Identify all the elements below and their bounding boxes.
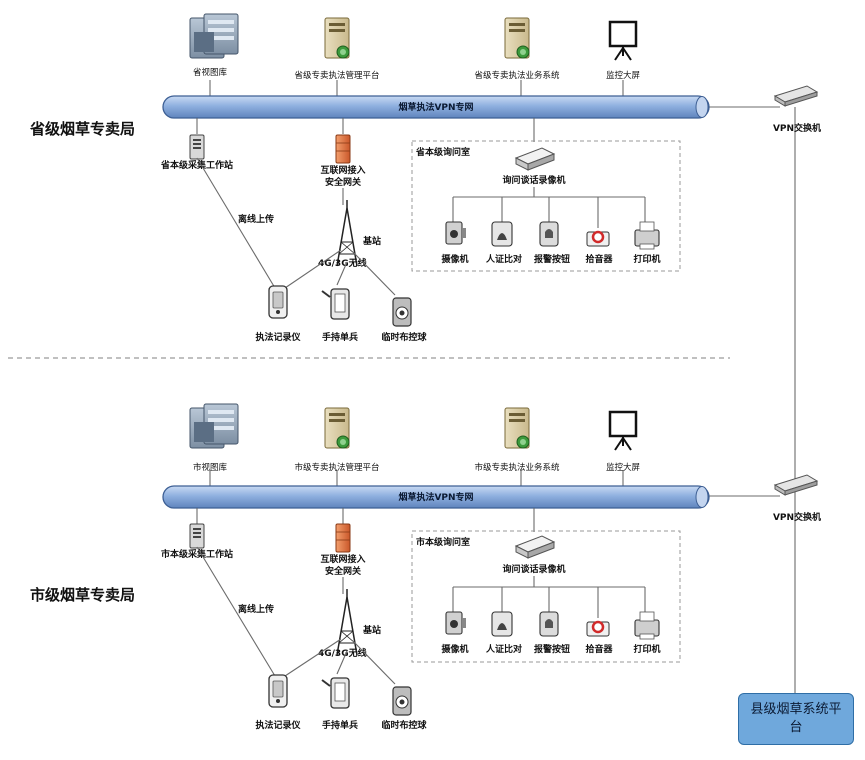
id-check-icon — [491, 221, 513, 247]
alarm-button-icon — [539, 611, 559, 637]
image-db-icon — [189, 403, 239, 449]
image-db-label: 省视图库 — [193, 67, 228, 78]
collect-station-icon — [189, 134, 205, 160]
province-tier: 省视图库 省级专卖执法管理平台 省级专卖执法业务系统 监控大屏 烟草执法VPN专… — [29, 13, 821, 343]
base-station-tower-icon — [336, 199, 358, 267]
tier-title: 省级烟草专卖局 — [29, 120, 135, 138]
monitor-screen-icon — [608, 20, 638, 62]
firewall-icon — [335, 134, 351, 164]
device-label-3: 拾音器 — [585, 643, 613, 655]
device-label-2: 报警按钮 — [534, 643, 570, 655]
recorder-label: 执法记录仪 — [255, 331, 301, 343]
vpn-switch-icon — [774, 474, 818, 496]
interview-recorder-label: 询问谈话录像机 — [502, 174, 565, 186]
recorder-label: 执法记录仪 — [255, 719, 301, 731]
mgmt-platform-label: 市级专卖执法管理平台 — [294, 462, 379, 473]
interview-room-box — [411, 530, 681, 663]
mgmt-server-icon — [324, 407, 350, 449]
collect-station-icon — [189, 523, 205, 549]
interview-recorder-icon — [515, 535, 555, 559]
tier-title: 市级烟草专卖局 — [30, 586, 135, 604]
collect-station-label: 省本级采集工作站 — [160, 159, 233, 171]
camera-icon — [445, 221, 467, 245]
room-title: 省本级询问室 — [415, 146, 470, 158]
offline-upload-label: 离线上传 — [238, 603, 274, 615]
device-label-2: 报警按钮 — [534, 253, 570, 265]
vpn-pipe-label: 烟草执法VPN专网 — [398, 491, 473, 503]
monitor-label: 监控大屏 — [606, 70, 641, 81]
vpn-switch-label: VPN交换机 — [773, 122, 821, 134]
temp-ball-label: 临时布控球 — [381, 719, 427, 731]
vpn-pipe-label: 烟草执法VPN专网 — [398, 101, 473, 113]
image-db-icon — [189, 13, 239, 59]
handheld-icon — [321, 677, 350, 709]
handheld-label: 手持单兵 — [322, 719, 358, 731]
biz-server-icon — [504, 407, 530, 449]
base-station-label: 基站 — [362, 235, 381, 247]
device-label-1: 人证比对 — [485, 253, 522, 265]
collect-station-label: 市本级采集工作站 — [161, 548, 233, 560]
city-tier: 市视图库 市级专卖执法管理平台 市级专卖执法业务系统 监控大屏 烟草执法VPN专… — [30, 403, 821, 731]
printer-icon — [634, 221, 660, 250]
vpn-pipe: 烟草执法VPN专网 — [162, 485, 710, 509]
biz-server-icon — [504, 17, 530, 59]
temp-ball-icon — [392, 686, 412, 716]
device-label-4: 打印机 — [633, 643, 660, 655]
vpn-pipe: 烟草执法VPN专网 — [162, 95, 710, 119]
base-station-tower-icon — [336, 588, 358, 656]
handheld-label: 手持单兵 — [322, 331, 358, 343]
county-platform-box: 县级烟草系统平台 — [738, 693, 854, 745]
id-check-icon — [491, 611, 513, 637]
interview-recorder-label: 询问谈话录像机 — [502, 563, 565, 575]
gateway-label-line2: 安全网关 — [325, 176, 361, 188]
printer-icon — [634, 611, 660, 640]
gateway-label-line2: 安全网关 — [325, 565, 361, 577]
image-db-label: 市视图库 — [193, 462, 228, 473]
alarm-button-icon — [539, 221, 559, 247]
gateway-label-line1: 互联网接入 — [320, 553, 365, 565]
device-label-4: 打印机 — [633, 253, 660, 265]
microphone-icon — [585, 620, 611, 638]
device-label-0: 摄像机 — [441, 643, 468, 655]
wireless-label: 4G/3G无线 — [318, 257, 367, 269]
county-platform-label: 县级烟草系统平台 — [750, 702, 842, 735]
camera-icon — [445, 611, 467, 635]
vpn-switch-label: VPN交换机 — [773, 511, 821, 523]
interview-room-box — [411, 140, 681, 272]
biz-system-label: 省级专卖执法业务系统 — [474, 70, 560, 81]
recorder-icon — [268, 285, 288, 319]
firewall-icon — [335, 523, 351, 553]
monitor-label: 监控大屏 — [606, 462, 641, 473]
vpn-switch-icon — [774, 85, 818, 107]
device-label-0: 摄像机 — [441, 253, 468, 265]
handheld-icon — [321, 288, 350, 320]
gateway-label-line1: 互联网接入 — [320, 164, 365, 176]
offline-upload-label: 离线上传 — [238, 213, 274, 225]
temp-ball-icon — [392, 297, 412, 327]
mgmt-server-icon — [324, 17, 350, 59]
monitor-screen-icon — [608, 410, 638, 452]
temp-ball-label: 临时布控球 — [381, 331, 427, 343]
mgmt-platform-label: 省级专卖执法管理平台 — [294, 70, 379, 81]
wireless-label: 4G/3G无线 — [318, 647, 367, 659]
biz-system-label: 市级专卖执法业务系统 — [474, 462, 560, 473]
microphone-icon — [585, 230, 611, 248]
interview-recorder-icon — [515, 147, 555, 171]
device-label-1: 人证比对 — [485, 643, 522, 655]
room-title: 市本级询问室 — [416, 536, 470, 548]
base-station-label: 基站 — [362, 624, 381, 636]
device-label-3: 拾音器 — [585, 253, 613, 265]
recorder-icon — [268, 674, 288, 708]
